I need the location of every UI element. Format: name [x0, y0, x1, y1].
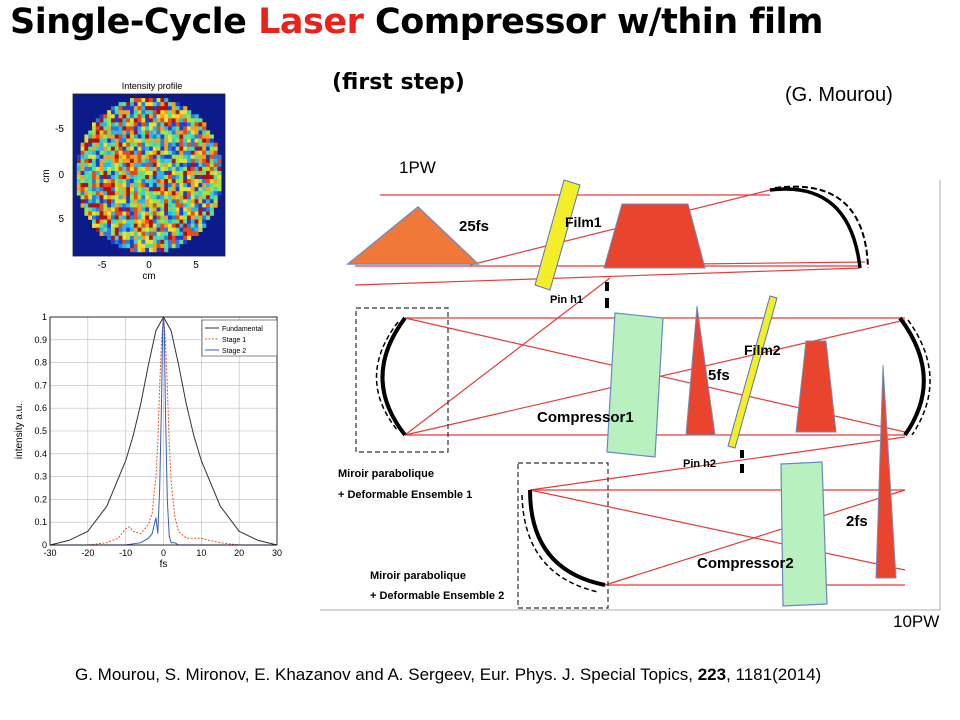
chart-ytick-label: 0.6 [34, 403, 47, 413]
intensity-xtick: -5 [98, 260, 107, 271]
legend-entry-1: Stage 1 [222, 337, 246, 344]
legend-entry-0: Fundamental [222, 326, 263, 333]
compressor-diagram: 25fs Film1 Pin h1 Compressor1 5fs Film2 … [320, 179, 941, 611]
pulse-chart: -30 -20 -10 0 10 20 30 0 0.1 0.2 0.3 0.4 0.5 0.6 0.7 0.… [14, 312, 282, 570]
compressor2-block [780, 461, 828, 607]
stretcher-element-2 [795, 340, 837, 433]
pulse-2fs-shape [875, 364, 897, 579]
axes-frame [49, 316, 278, 546]
legend-entry-2: Stage 2 [222, 348, 246, 355]
intensity-heatmap [76, 98, 222, 253]
film1-label: Film1 [565, 214, 602, 230]
stretcher-element-1 [603, 203, 706, 269]
intensity-map-title: Intensity profile [122, 81, 183, 91]
pinhole1-bottom [605, 298, 609, 308]
series-line-2 [50, 316, 277, 546]
pinhole2-top [740, 450, 744, 458]
pinhole2-bottom [740, 464, 744, 473]
pulse-mid-label: 5fs [708, 367, 730, 384]
pinhole2-label: Pin h2 [683, 458, 716, 470]
ensemble1-box [355, 307, 449, 453]
compressor2-label: Compressor2 [697, 555, 794, 572]
chart-ytick-label: 0.7 [34, 380, 47, 390]
chart-ytick-label: 0.5 [34, 426, 47, 436]
chart-ytick-label: 0.4 [34, 449, 47, 459]
mirror1-label-line2: + Deformable Ensemble 1 [338, 489, 472, 501]
chart-xtick-label: 10 [196, 548, 206, 558]
pulse-in-label: 25fs [459, 218, 489, 235]
chart-xtick-label: 20 [234, 548, 244, 558]
compressor1-label: Compressor1 [537, 409, 634, 426]
compressor1-block [606, 312, 664, 458]
pinhole1-top [605, 282, 609, 291]
chart-xtick-label: 30 [272, 548, 282, 558]
chart-ytick-label: 1 [42, 312, 47, 322]
intensity-ytick: 5 [58, 214, 64, 225]
intensity-ylabel: cm [41, 169, 52, 182]
film2-plate [727, 295, 778, 449]
chart-xtick-label: -20 [81, 548, 94, 558]
intensity-xlabel: cm [142, 271, 155, 282]
pinhole1-label: Pin h1 [550, 294, 583, 306]
mirror1-label-line1: Miroir parabolique [338, 468, 434, 480]
author-credit: (G. Mourou) [785, 84, 893, 106]
input-pulse-prism [345, 206, 480, 265]
slide-subtitle: (first step) [332, 70, 465, 95]
reference-citation: G. Mourou, S. Mironov, E. Khazanov and A… [75, 665, 822, 684]
chart-xtick-label: 0 [161, 548, 166, 558]
film1-plate [534, 179, 581, 291]
pulse-out-label: 2fs [846, 513, 868, 530]
mirror2-label-line1: Miroir parabolique [370, 570, 466, 582]
input-power-label: 1PW [399, 158, 436, 177]
ensemble2-box [517, 462, 609, 609]
parabolic-mirror-right [898, 316, 926, 437]
output-power-label: 10PW [893, 612, 940, 631]
mirror2-label-line2: + Deformable Ensemble 2 [370, 590, 504, 602]
intensity-ytick: -5 [55, 124, 64, 135]
film2-label: Film2 [744, 342, 781, 358]
intensity-profile-figure: Intensity profile -5 0 5 -5 0 5 cm cm [40, 72, 240, 282]
chart-ytick-label: 0.3 [34, 472, 47, 482]
chart-xtick-label: -10 [119, 548, 132, 558]
slide-title: Single-Cycle Laser Compressor w/thin fil… [10, 2, 824, 42]
chart-ytick-label: 0.2 [34, 494, 47, 504]
chart-ytick-label: 0.1 [34, 517, 47, 527]
parabolic-mirror-ensemble-2 [528, 489, 606, 587]
chart-axes: -30 -20 -10 0 10 20 30 0 0.1 0.2 0.3 0.4 0.5 0.6 0.7 0.… [34, 312, 282, 558]
pulse-5fs-shape [685, 305, 716, 436]
chart-xtick-label: -30 [43, 548, 56, 558]
parabolic-mirror-top [769, 187, 862, 269]
parabolic-mirror-ensemble-1 [380, 316, 407, 437]
chart-ylabel: intensity a.u. [14, 403, 25, 459]
chart-ytick-label: 0 [42, 540, 47, 550]
intensity-ytick: 0 [58, 170, 64, 181]
chart-ytick-label: 0.9 [34, 335, 47, 345]
chart-xlabel: fs [160, 559, 168, 570]
title-highlight: Laser [258, 2, 364, 42]
intensity-xtick: 0 [146, 260, 152, 271]
chart-ytick-label: 0.8 [34, 358, 47, 368]
intensity-xtick: 5 [193, 260, 199, 271]
